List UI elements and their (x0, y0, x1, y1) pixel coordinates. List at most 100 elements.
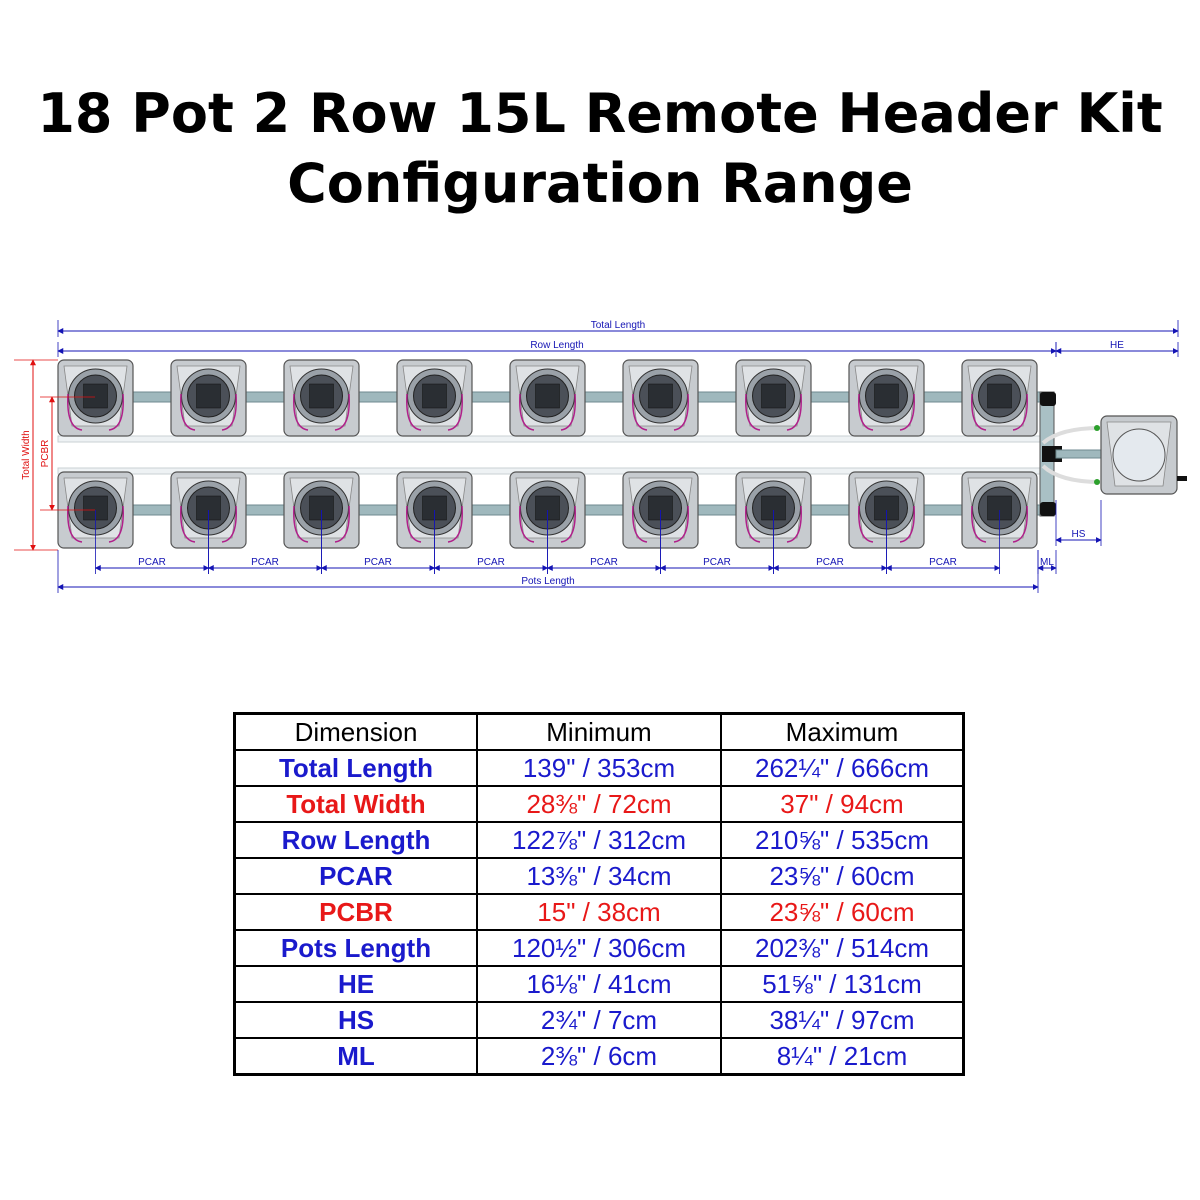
drip-line (293, 505, 309, 543)
drip-line (899, 505, 915, 543)
total-length-label: Total Length (591, 320, 646, 331)
drip-line (745, 505, 761, 543)
pot (283, 359, 360, 437)
pot (170, 359, 247, 437)
cell-dimension: ML (233, 1037, 478, 1076)
drip-line (519, 393, 535, 431)
cell-maximum: 23⅝" / 60cm (720, 893, 965, 931)
drip-line (334, 393, 350, 431)
ml-label: ML (1040, 557, 1054, 568)
drip-line (447, 393, 463, 431)
pot (509, 359, 586, 437)
cell-minimum: 122⅞" / 312cm (476, 821, 722, 859)
net-cup (987, 383, 1012, 409)
cell-maximum: 38¼" / 97cm (720, 1001, 965, 1039)
net-cup (83, 495, 108, 521)
pot (961, 359, 1038, 437)
net-cup (196, 383, 221, 409)
table-header-row: Dimension Minimum Maximum (233, 712, 965, 751)
header-feed-pipe (1055, 449, 1105, 459)
cell-dimension: Row Length (233, 821, 478, 859)
drip-line (673, 393, 689, 431)
cell-maximum: 37" / 94cm (720, 785, 965, 823)
drip-line (67, 505, 83, 543)
drip-line (221, 393, 237, 431)
drip-line (858, 505, 874, 543)
drip-line (786, 393, 802, 431)
pots-length-label: Pots Length (521, 576, 574, 587)
row-length-label: Row Length (530, 340, 583, 351)
elbow-bottom (1040, 502, 1056, 516)
cell-minimum: 2⅜" / 6cm (476, 1037, 722, 1076)
cell-minimum: 120½" / 306cm (476, 929, 722, 967)
pot (848, 359, 925, 437)
elbow-top (1040, 392, 1056, 406)
cell-dimension: Pots Length (233, 929, 478, 967)
cell-dimension: HS (233, 1001, 478, 1039)
cell-minimum: 16⅛" / 41cm (476, 965, 722, 1003)
cell-minimum: 2¾" / 7cm (476, 1001, 722, 1039)
header-minimum: Minimum (476, 712, 722, 751)
cell-maximum: 210⅝" / 535cm (720, 821, 965, 859)
net-cup (648, 383, 673, 409)
net-cup (422, 383, 447, 409)
pcar-label: PCAR (590, 557, 618, 568)
pot (848, 471, 925, 549)
power-cable (1177, 476, 1187, 481)
page-title-line-1: 18 Pot 2 Row 15L Remote Header Kit (37, 82, 1163, 145)
drip-line (560, 393, 576, 431)
cell-maximum: 23⅝" / 60cm (720, 857, 965, 895)
pot (735, 359, 812, 437)
page-title-line-2: Configuration Range (287, 152, 913, 215)
drip-line (67, 393, 83, 431)
cell-maximum: 51⅝" / 131cm (720, 965, 965, 1003)
he-label: HE (1110, 340, 1124, 351)
header-maximum: Maximum (720, 712, 965, 751)
drip-line (971, 393, 987, 431)
pcar-label: PCAR (138, 557, 166, 568)
feed-hose (1041, 426, 1101, 445)
drip-line (180, 505, 196, 543)
pcar-label: PCAR (703, 557, 731, 568)
cell-dimension: Total Width (233, 785, 478, 823)
net-cup (309, 383, 334, 409)
drip-line (180, 393, 196, 431)
drip-line (858, 393, 874, 431)
cell-maximum: 8¼" / 21cm (720, 1037, 965, 1076)
net-cup (83, 383, 108, 409)
drip-line (334, 505, 350, 543)
valve-icon (1094, 479, 1100, 485)
drip-line (560, 505, 576, 543)
net-cup (874, 383, 899, 409)
net-cup (761, 383, 786, 409)
pot (396, 359, 473, 437)
drip-line (108, 393, 124, 431)
pot (509, 471, 586, 549)
cell-minimum: 13⅜" / 34cm (476, 857, 722, 895)
drip-line (632, 393, 648, 431)
pot-rows (57, 359, 1038, 549)
drip-line (221, 505, 237, 543)
hs-label: HS (1072, 529, 1086, 540)
drip-line (786, 505, 802, 543)
net-cup (535, 383, 560, 409)
pcar-label: PCAR (364, 557, 392, 568)
cell-minimum: 139" / 353cm (476, 749, 722, 787)
pot (961, 471, 1038, 549)
total-width-label: Total Width (21, 430, 32, 479)
pot (170, 471, 247, 549)
drip-line (971, 505, 987, 543)
drip-line (406, 505, 422, 543)
drip-line (293, 393, 309, 431)
drip-line (899, 393, 915, 431)
